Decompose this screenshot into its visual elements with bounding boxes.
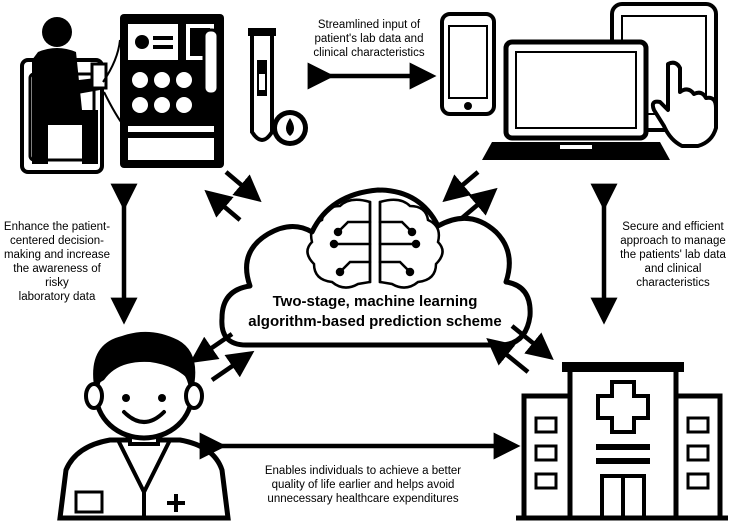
caption-top-line: patient's lab data and <box>314 33 424 45</box>
caption-right-line: and clinical <box>644 263 702 275</box>
caption-right-line: Secure and efficient <box>622 221 724 233</box>
caption-right-line: characteristics <box>636 277 710 289</box>
caption-left-line: making and increase <box>3 249 111 261</box>
dialysis-patient-icon <box>20 14 224 174</box>
caption-right-line: approach to manage <box>620 235 726 247</box>
caption-bottom-line: unnecessary healthcare expenditures <box>267 493 459 505</box>
caption-left: Enhance the patient- centered decision- … <box>0 220 114 304</box>
brain-circuit-icon <box>306 198 444 289</box>
caption-right-line: the patients' lab data <box>620 249 726 261</box>
cloud-title-line-1: Two-stage, machine learning <box>272 293 478 310</box>
caption-bottom-line: quality of life earlier and helps avoid <box>271 479 455 491</box>
connector-arrows <box>110 62 618 460</box>
cloud-shape <box>219 187 533 348</box>
caption-top-line: Streamlined input of <box>317 19 421 31</box>
doctor-icon <box>57 331 231 521</box>
blood-test-tube-icon <box>248 28 308 146</box>
caption-right: Secure and efficient approach to manage … <box>614 220 732 290</box>
caption-bottom-line: Enables individuals to achieve a better <box>264 465 462 477</box>
caption-left-line: laboratory data <box>18 291 96 303</box>
cloud-title: Two-stage, machine learning algorithm-ba… <box>245 292 505 332</box>
caption-left-line: Enhance the patient- <box>3 221 111 233</box>
cloud-title-line-2: algorithm-based prediction scheme <box>248 313 502 330</box>
caption-left-line: centered decision- <box>10 235 104 247</box>
caption-left-line: the awareness of risky <box>13 263 101 289</box>
devices-icon <box>440 2 718 160</box>
caption-top-line: clinical characteristics <box>313 47 425 59</box>
caption-bottom: Enables individuals to achieve a better … <box>250 464 476 506</box>
hospital-icon <box>516 362 728 521</box>
caption-top: Streamlined input of patient's lab data … <box>304 18 434 60</box>
